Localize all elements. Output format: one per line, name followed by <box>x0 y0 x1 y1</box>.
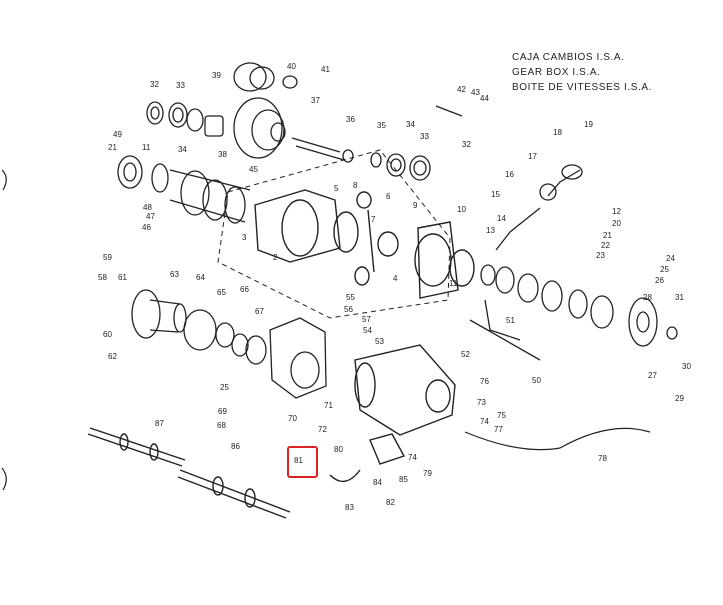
callout-43: 43 <box>471 88 480 97</box>
callout-74: 74 <box>408 453 417 462</box>
callout-58: 58 <box>98 273 107 282</box>
callout-10: 10 <box>457 205 466 214</box>
callout-42: 42 <box>457 85 466 94</box>
callout-45: 45 <box>249 165 258 174</box>
callout-18: 18 <box>553 128 562 137</box>
callout-25: 25 <box>220 383 229 392</box>
callout-63: 63 <box>170 270 179 279</box>
callout-54: 54 <box>363 326 372 335</box>
callout-70: 70 <box>288 414 297 423</box>
callout-83: 83 <box>345 503 354 512</box>
callout-15: 15 <box>491 190 500 199</box>
callout-28: 28 <box>643 293 652 302</box>
callout-21: 21 <box>108 143 117 152</box>
callout-77: 77 <box>494 425 503 434</box>
callout-4: 4 <box>393 274 398 283</box>
callout-79: 79 <box>423 469 432 478</box>
callout-3: 3 <box>242 233 247 242</box>
callout-37: 37 <box>311 96 320 105</box>
callout-35: 35 <box>377 121 386 130</box>
callout-26: 26 <box>655 276 664 285</box>
callout-69: 69 <box>218 407 227 416</box>
callout-55: 55 <box>346 293 355 302</box>
caption-french: BOITE DE VITESSES I.S.A. <box>512 82 652 93</box>
callout-34: 34 <box>178 145 187 154</box>
callout-84: 84 <box>373 478 382 487</box>
caption-spanish: CAJA CAMBIOS I.S.A. <box>512 52 625 63</box>
callout-80: 80 <box>334 445 343 454</box>
callout-22: 22 <box>601 241 610 250</box>
callout-19: 19 <box>584 120 593 129</box>
callout-60: 60 <box>103 330 112 339</box>
callout-66: 66 <box>240 285 249 294</box>
callout-36: 36 <box>346 115 355 124</box>
callout-57: 57 <box>362 315 371 324</box>
callout-40: 40 <box>287 62 296 71</box>
callout-21: 21 <box>603 231 612 240</box>
callout-39: 39 <box>212 71 221 80</box>
callout-78: 78 <box>598 454 607 463</box>
callout-46: 46 <box>142 223 151 232</box>
callout-47: 47 <box>146 212 155 221</box>
callout-72: 72 <box>318 425 327 434</box>
callout-33: 33 <box>420 132 429 141</box>
callout-12: 12 <box>612 207 621 216</box>
callout-24: 24 <box>666 254 675 263</box>
callout-27: 27 <box>648 371 657 380</box>
callout-68: 68 <box>217 421 226 430</box>
callout-6: 6 <box>386 192 391 201</box>
callout-14: 14 <box>497 214 506 223</box>
callout-56: 56 <box>344 305 353 314</box>
highlighted-callout-81: 81 <box>294 456 303 465</box>
callout-5: 5 <box>334 184 339 193</box>
callout-76: 76 <box>480 377 489 386</box>
callout-87: 87 <box>155 419 164 428</box>
callout-48: 48 <box>143 203 152 212</box>
callout-32: 32 <box>462 140 471 149</box>
callout-32: 32 <box>150 80 159 89</box>
highlight-box <box>287 446 318 478</box>
callout-11: 11 <box>449 279 458 288</box>
callout-29: 29 <box>675 394 684 403</box>
callout-50: 50 <box>532 376 541 385</box>
callout-85: 85 <box>399 475 408 484</box>
callout-31: 31 <box>675 293 684 302</box>
callout-51: 51 <box>506 316 515 325</box>
callout-34: 34 <box>406 120 415 129</box>
callout-13: 13 <box>486 226 495 235</box>
callout-75: 75 <box>497 411 506 420</box>
callout-7: 7 <box>371 215 376 224</box>
callout-23: 23 <box>596 251 605 260</box>
callout-11: 11 <box>142 143 151 152</box>
caption-english: GEAR BOX I.S.A. <box>512 67 601 78</box>
callout-52: 52 <box>461 350 470 359</box>
callout-67: 67 <box>255 307 264 316</box>
callout-53: 53 <box>375 337 384 346</box>
callout-64: 64 <box>196 273 205 282</box>
callout-59: 59 <box>103 253 112 262</box>
callout-16: 16 <box>505 170 514 179</box>
callout-2: 2 <box>273 253 278 262</box>
callout-65: 65 <box>217 288 226 297</box>
callout-25: 25 <box>660 265 669 274</box>
callout-49: 49 <box>113 130 122 139</box>
callout-74: 74 <box>480 417 489 426</box>
callout-33: 33 <box>176 81 185 90</box>
callout-41: 41 <box>321 65 330 74</box>
callout-73: 73 <box>477 398 486 407</box>
callout-17: 17 <box>528 152 537 161</box>
callout-30: 30 <box>682 362 691 371</box>
callout-82: 82 <box>386 498 395 507</box>
callout-44: 44 <box>480 94 489 103</box>
callout-8: 8 <box>353 181 358 190</box>
callout-86: 86 <box>231 442 240 451</box>
callout-62: 62 <box>108 352 117 361</box>
callout-20: 20 <box>612 219 621 228</box>
callout-61: 61 <box>118 273 127 282</box>
callout-38: 38 <box>218 150 227 159</box>
callout-71: 71 <box>324 401 333 410</box>
callout-9: 9 <box>413 201 418 210</box>
